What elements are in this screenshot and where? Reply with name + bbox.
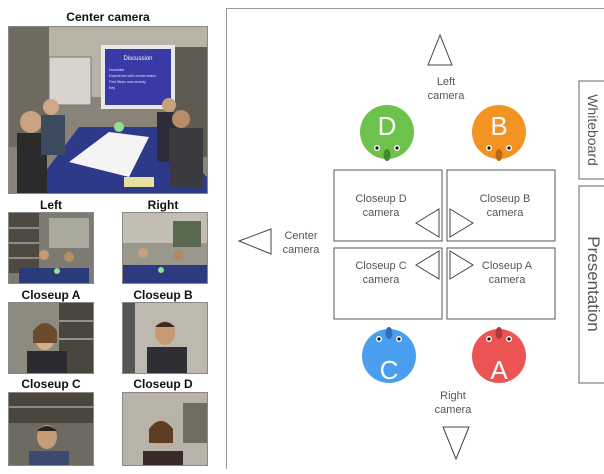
closeup-d-camera-label: camera — [363, 207, 401, 219]
center-camera-label: camera — [283, 244, 321, 256]
center-camera-label: Center camera — [66, 10, 150, 24]
center-camera-photo: Discussion Downtiles Experience with rem… — [8, 26, 208, 194]
closeup-d-camera-icon — [415, 208, 440, 238]
participant-b-head — [472, 105, 526, 159]
participant-d: D — [360, 105, 414, 161]
closeup-c-photo — [8, 392, 94, 466]
whiteboard — [578, 80, 604, 180]
closeup-a-camera-label: camera — [489, 274, 527, 286]
participant-a-letter: A — [490, 355, 508, 385]
whiteboard-label: Whiteboard — [585, 94, 601, 166]
left-camera-photo — [8, 212, 94, 284]
closeup-a-camera-label: Closeup A — [482, 260, 533, 272]
center-camera-label: Center — [284, 230, 317, 242]
participant-d-head — [360, 105, 414, 159]
participant-c: C — [362, 327, 416, 385]
closeup-b-camera-icon — [449, 208, 474, 238]
closeup-b-label: Closeup B — [133, 288, 193, 302]
presentation-label: Presentation — [584, 236, 603, 331]
closeup-b-photo — [122, 302, 208, 374]
slide-line: Downtiles — [109, 68, 124, 72]
closeup-c-camera-label: Closeup C — [355, 260, 406, 272]
closeup-d-photo — [122, 392, 208, 466]
right-camera-label: Right — [440, 390, 466, 402]
closeup-c-camera-icon — [415, 250, 440, 280]
slide-line: First Steps now remedy — [109, 80, 146, 84]
presentation-screen — [578, 185, 604, 384]
left-camera-label: camera — [428, 90, 466, 102]
closeup-d-cell — [333, 169, 443, 242]
closeup-c-camera-label: camera — [363, 274, 401, 286]
left-camera-label: Left — [437, 76, 455, 88]
closeup-c-label: Closeup C — [21, 377, 81, 391]
closeup-a-label: Closeup A — [21, 288, 81, 302]
room-layout-diagram: Left camera Right camera Center camera C… — [226, 8, 604, 469]
closeup-d-label: Closeup D — [133, 377, 193, 391]
participant-a-head — [472, 329, 526, 383]
participant-b-letter: B — [490, 111, 507, 141]
right-camera-photo — [122, 212, 208, 284]
right-camera-label: camera — [435, 404, 473, 416]
right-view-label: Right — [147, 198, 179, 212]
left-camera-icon — [427, 33, 453, 66]
closeup-d-camera-label: Closeup D — [355, 193, 406, 205]
left-view-label: Left — [40, 198, 62, 212]
slide-title: Discussion — [123, 56, 152, 62]
participant-c-head — [362, 329, 416, 383]
closeup-b-camera-label: Closeup B — [480, 193, 531, 205]
participant-d-letter: D — [378, 111, 397, 141]
center-camera-icon — [237, 228, 272, 255]
closeup-a-photo — [8, 302, 94, 374]
closeup-b-camera-label: camera — [487, 207, 525, 219]
slide-line: Experience with remote teams — [109, 74, 156, 78]
participant-a: A — [472, 327, 526, 385]
slide-line: Key — [109, 86, 115, 90]
closeup-b-cell — [446, 169, 556, 242]
participant-c-letter: C — [380, 355, 399, 385]
closeup-a-camera-icon — [449, 250, 474, 280]
right-camera-icon — [442, 426, 470, 461]
participant-b: B — [472, 105, 526, 161]
